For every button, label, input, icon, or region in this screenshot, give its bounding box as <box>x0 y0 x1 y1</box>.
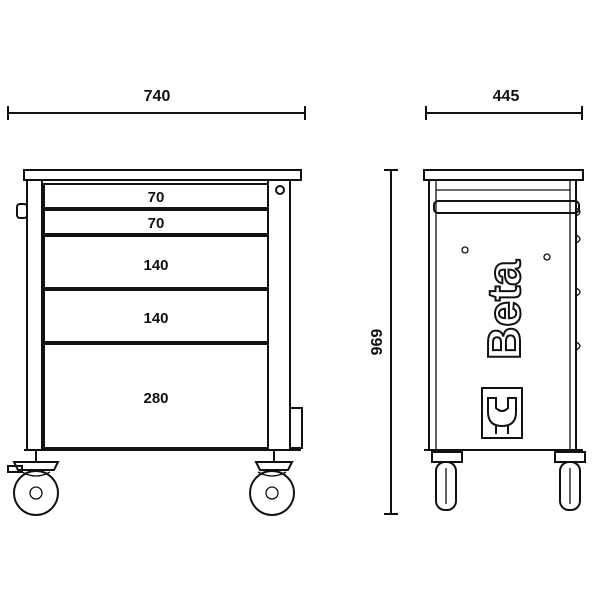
depth-dimension-line <box>425 106 583 120</box>
side-worktop <box>423 169 584 181</box>
side-right-caster <box>554 451 586 511</box>
beta-logo: Beta <box>477 259 531 439</box>
drawer-1-label: 70 <box>148 189 165 206</box>
front-side-bracket <box>289 407 303 449</box>
drawer-4-label: 140 <box>143 310 168 327</box>
beta-wrench-icon <box>481 387 523 439</box>
front-right-upright <box>267 179 291 451</box>
side-view: 445 969 Beta <box>369 88 586 515</box>
front-worktop <box>23 169 302 181</box>
side-left-caster <box>431 451 463 511</box>
beta-logo-text: Beta <box>478 260 530 360</box>
side-hole-icon-2 <box>543 253 551 261</box>
side-hole-icon <box>461 246 469 254</box>
front-left-caster <box>7 450 60 516</box>
width-dimension-label: 740 <box>144 88 171 105</box>
drawer-5 <box>43 343 269 449</box>
drawer-4 <box>43 289 269 343</box>
drawer-1 <box>43 183 269 209</box>
front-view: 740 70 70 140 140 280 <box>7 88 306 516</box>
height-dimension-label: 969 <box>369 329 386 356</box>
height-dimension-line <box>384 169 398 515</box>
width-dimension-line <box>7 106 306 120</box>
drawer-2-label: 70 <box>148 215 165 232</box>
side-push-handle <box>433 200 580 214</box>
drawer-slide-marks <box>575 207 581 351</box>
front-right-caster <box>249 450 295 516</box>
drawer-3-label: 140 <box>143 257 168 274</box>
front-left-upright <box>26 179 43 451</box>
depth-dimension-label: 445 <box>493 88 520 105</box>
lock-icon <box>275 185 285 195</box>
front-side-handle <box>16 203 28 219</box>
drawer-2 <box>43 209 269 235</box>
drawer-3 <box>43 235 269 289</box>
drawer-5-label: 280 <box>143 390 168 407</box>
